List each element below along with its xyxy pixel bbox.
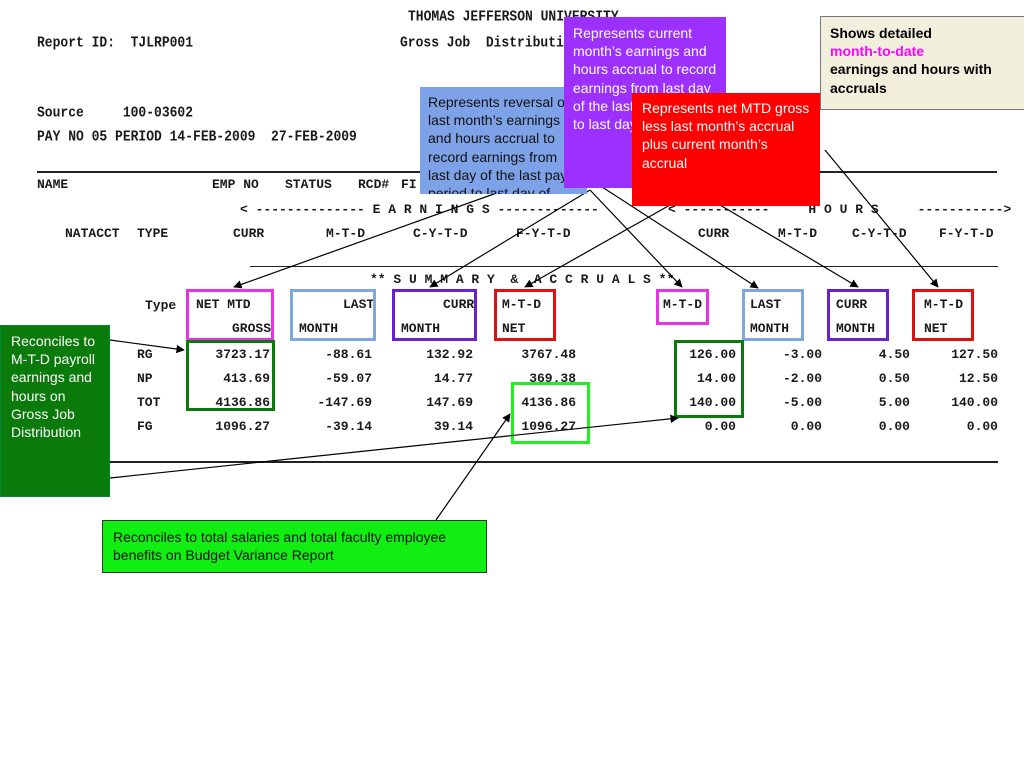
hdr-hrs-last: LAST <box>750 297 782 312</box>
highlight-mtd-net <box>494 289 556 341</box>
hdr-hrs-mtd: M-T-D <box>663 297 703 312</box>
highlight-hrs-curr-month <box>827 289 889 341</box>
sub-earn-fytd: F-Y-T-D <box>516 226 571 241</box>
hrs-mtd-value: 14.00 <box>696 371 736 386</box>
hrs-last-value: -2.00 <box>782 371 822 386</box>
callout-detail-line3: earnings and hours with accruals <box>830 61 992 96</box>
sub-natacct: NATACCT <box>65 226 120 241</box>
last-month-value: -147.69 <box>317 395 372 410</box>
earnings-banner: < -------------- E A R N I N G S -------… <box>240 202 599 217</box>
highlight-gross-totals <box>186 340 275 411</box>
highlight-net-mtd-gross <box>186 289 274 341</box>
net-mtd-gross-value: 1096.27 <box>215 419 270 434</box>
hrs-last-value: -5.00 <box>782 395 822 410</box>
sub-earn-mtd: M-T-D <box>326 226 366 241</box>
col-emp-no: EMP NO <box>212 177 259 192</box>
last-month-value: -88.61 <box>325 347 372 362</box>
curr-month-value: 39.14 <box>433 419 473 434</box>
hdr-hrs-net: NET <box>924 321 948 336</box>
hrs-net-value: 140.00 <box>951 395 998 410</box>
report-subtitle: Gross Job Distributio <box>400 33 572 52</box>
callout-detail-highlight: month-to-date <box>830 43 925 60</box>
net-mtd-gross-value: 4136.86 <box>215 395 270 410</box>
hdr-last: LAST <box>343 297 375 312</box>
last-month-value: -39.14 <box>325 419 372 434</box>
bottom-rule <box>110 461 998 463</box>
hrs-curr-value: 0.00 <box>878 419 910 434</box>
sub-hrs-fytd: F-Y-T-D <box>939 226 994 241</box>
sub-hrs-cytd: C-Y-T-D <box>852 226 907 241</box>
callout-net: Represents net MTD gross less last month… <box>632 93 820 206</box>
curr-month-value: 147.69 <box>426 395 473 410</box>
callout-reconcile-budget: Reconciles to total salaries and total f… <box>102 520 487 573</box>
hdr-mtd-net: M-T-D <box>502 297 542 312</box>
hrs-last-value: 0.00 <box>790 419 822 434</box>
highlight-budget-totals <box>511 382 590 444</box>
hdr-gross: GROSS <box>232 321 272 336</box>
highlight-hours-totals <box>674 340 744 418</box>
sub-type: TYPE <box>137 226 169 241</box>
col-status: STATUS <box>285 177 332 192</box>
col-fi: FI <box>401 177 417 192</box>
hdr-hrs-mtd-net: M-T-D <box>924 297 964 312</box>
row-type: RG <box>137 347 153 362</box>
hrs-mtd-value: 0.00 <box>704 419 736 434</box>
hdr-curr: CURR <box>443 297 475 312</box>
hdr-net-mtd: NET MTD <box>196 297 251 312</box>
hrs-mtd-value: 140.00 <box>689 395 736 410</box>
sub-hrs-mtd: M-T-D <box>778 226 818 241</box>
hdr-hrs-curr: CURR <box>836 297 868 312</box>
callout-reconcile-gross: Reconciles to M-T-D payroll earnings and… <box>0 325 110 497</box>
hrs-curr-value: 0.50 <box>878 371 910 386</box>
report-id: Report ID: TJLRP001 <box>37 33 194 52</box>
hdr-hrs-curr-month: MONTH <box>836 321 876 336</box>
sub-earn-cytd: C-Y-T-D <box>413 226 468 241</box>
highlight-hrs-last-month <box>742 289 804 341</box>
summary-rule <box>250 266 998 267</box>
pay-period-line: PAY NO 05 PERIOD 14-FEB-2009 27-FEB-2009 <box>37 127 357 146</box>
hrs-last-value: -3.00 <box>782 347 822 362</box>
mtd-net-value: 369.38 <box>529 371 576 386</box>
net-mtd-gross-value: 413.69 <box>223 371 270 386</box>
col-name: NAME <box>37 177 69 192</box>
hdr-net: NET <box>502 321 526 336</box>
hrs-net-value: 0.00 <box>966 419 998 434</box>
highlight-hrs-mtd <box>656 289 709 325</box>
hrs-curr-value: 4.50 <box>878 347 910 362</box>
mtd-net-value: 4136.86 <box>521 395 576 410</box>
net-mtd-gross-value: 3723.17 <box>215 347 270 362</box>
hdr-hrs-last-month: MONTH <box>750 321 790 336</box>
row-type: FG <box>137 419 153 434</box>
highlight-last-month <box>290 289 376 341</box>
hrs-curr-value: 5.00 <box>878 395 910 410</box>
source-line: Source 100-03602 <box>37 103 194 122</box>
university-name: THOMAS JEFFERSON UNIVERSITY <box>408 7 619 26</box>
sub-hrs-curr: CURR <box>698 226 730 241</box>
callout-detail: Shows detailed month-to-date earnings an… <box>820 16 1024 110</box>
hrs-net-value: 12.50 <box>958 371 998 386</box>
callout-reversal: Represents reversal of last month’s earn… <box>420 87 587 194</box>
arrow-net-to-hrs-curr <box>719 204 859 288</box>
sub-earn-curr: CURR <box>233 226 265 241</box>
col-rcd: RCD# <box>358 177 390 192</box>
hrs-mtd-value: 126.00 <box>689 347 736 362</box>
hrs-net-value: 127.50 <box>951 347 998 362</box>
mtd-net-value: 3767.48 <box>521 347 576 362</box>
hdr-last-month: MONTH <box>299 321 339 336</box>
row-type: TOT <box>137 395 161 410</box>
last-month-value: -59.07 <box>325 371 372 386</box>
hdr-curr-month: MONTH <box>401 321 441 336</box>
curr-month-value: 132.92 <box>426 347 473 362</box>
col-type: Type <box>145 298 177 313</box>
highlight-curr-month <box>392 289 477 341</box>
callout-detail-line1: Shows detailed <box>830 25 932 41</box>
highlight-hrs-mtd-net <box>912 289 974 341</box>
curr-month-value: 14.77 <box>433 371 473 386</box>
row-type: NP <box>137 371 153 386</box>
summary-banner: ** S U M M A R Y & A C C R U A L S ** <box>370 272 675 287</box>
